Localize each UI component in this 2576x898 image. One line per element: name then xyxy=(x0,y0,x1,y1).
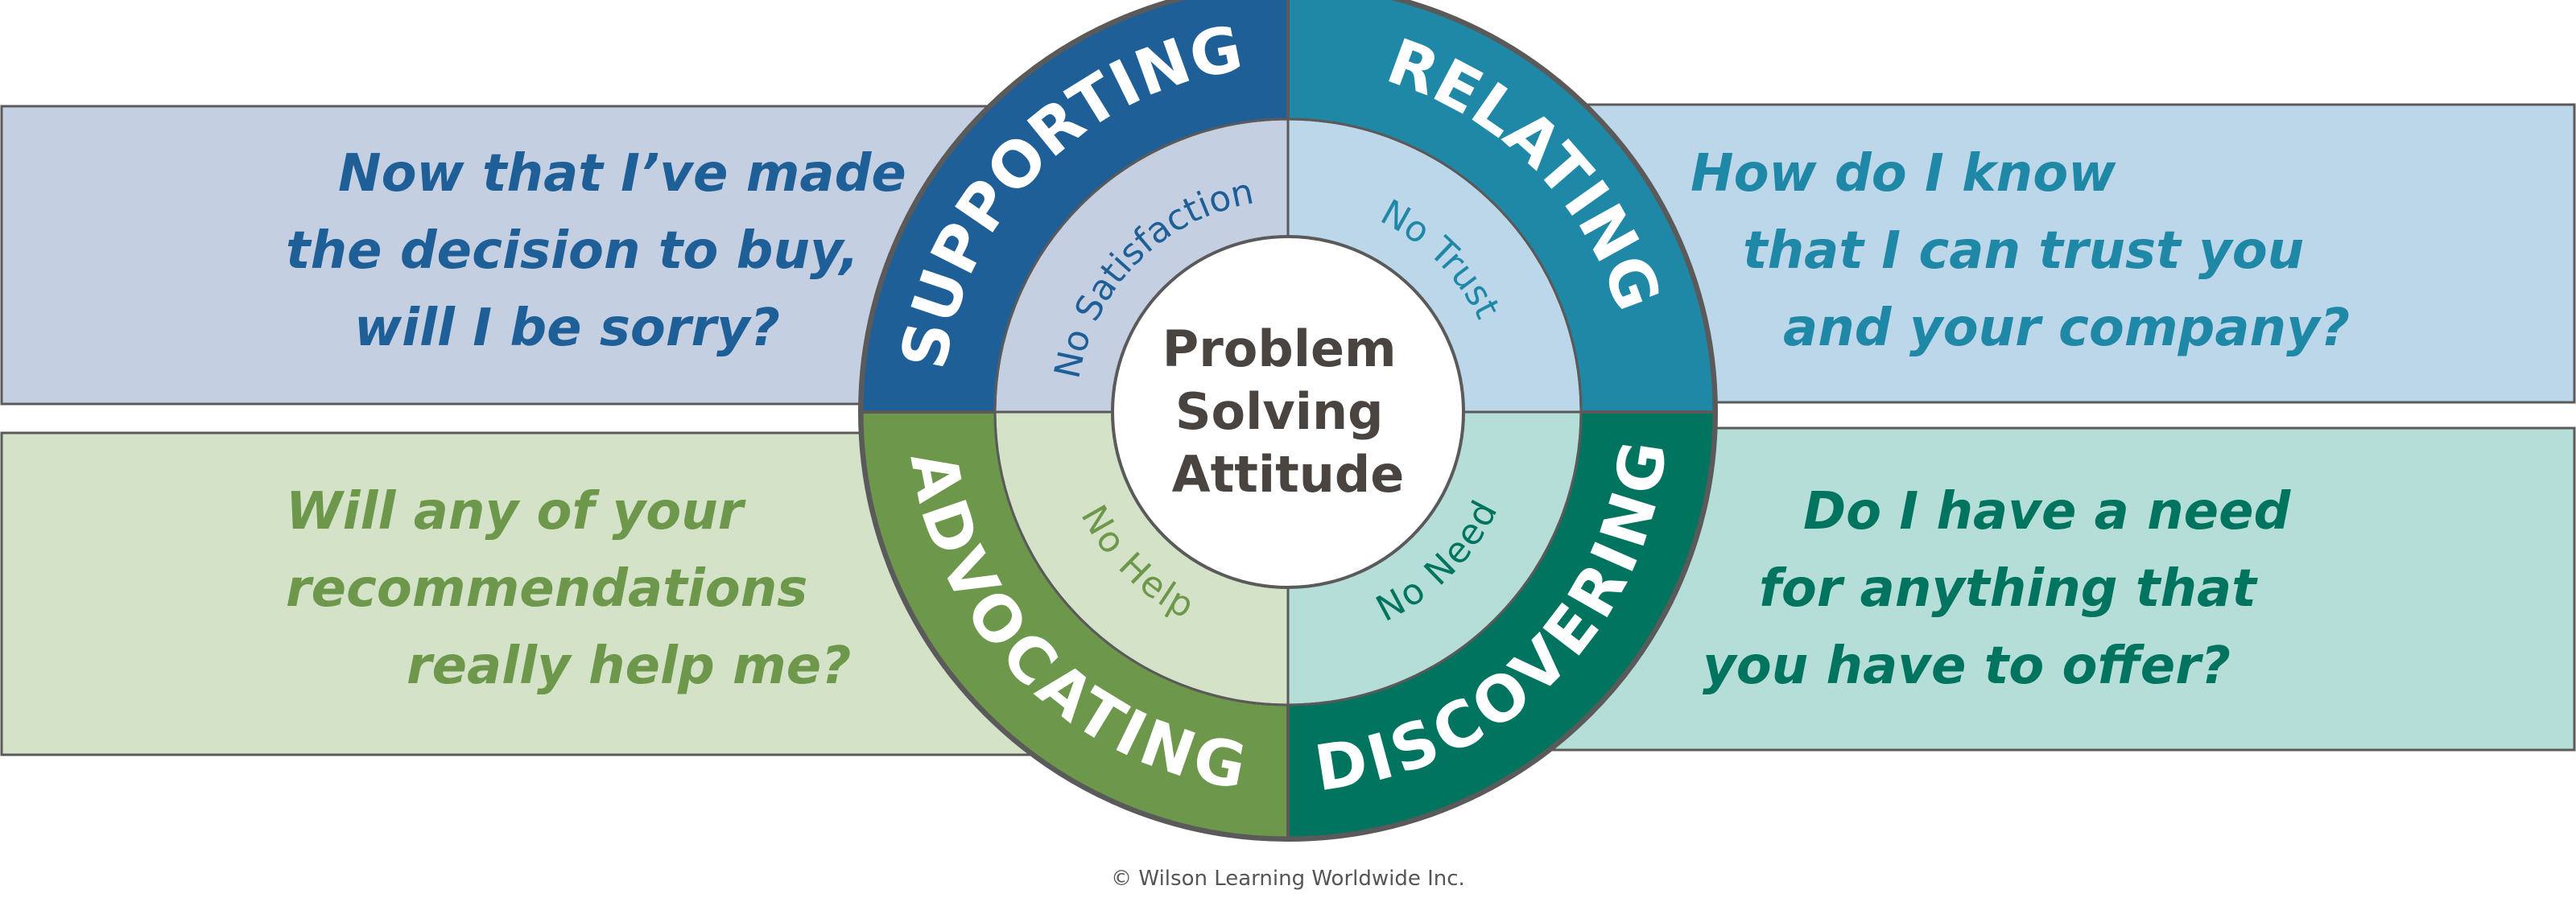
center-label: Problem Solving Attitude xyxy=(1162,319,1414,504)
ring-outer-edge xyxy=(859,0,1717,841)
question-supporting-line-1: Now that I’ve made xyxy=(338,144,906,204)
center-line-1: Problem xyxy=(1162,319,1397,378)
question-relating: How do I know that I can trust you and y… xyxy=(1690,144,2350,358)
question-advocating: Will any of your recommendations really … xyxy=(286,482,851,696)
question-supporting: Now that I’ve made the decision to buy, … xyxy=(286,144,924,358)
copyright-text: © Wilson Learning Worldwide Inc. xyxy=(1111,867,1465,891)
inner-ring-edge xyxy=(993,117,1583,706)
question-relating-line-2: that I can trust you xyxy=(1743,221,2304,281)
center-circle xyxy=(1111,235,1465,589)
question-discovering-line-1: Do I have a need xyxy=(1803,482,2291,542)
center-line-3: Attitude xyxy=(1172,445,1405,504)
question-advocating-line-1: Will any of your xyxy=(286,482,746,542)
question-discovering-line-2: for anything that xyxy=(1759,559,2258,619)
question-supporting-line-2: the decision to buy, xyxy=(286,221,859,281)
question-advocating-line-3: really help me? xyxy=(407,636,851,696)
question-supporting-line-3: will I be sorry? xyxy=(354,299,780,358)
question-discovering-line-3: you have to offer? xyxy=(1703,636,2231,696)
center-line-2: Solving xyxy=(1175,382,1384,441)
question-discovering: Do I have a need for anything that you h… xyxy=(1703,482,2309,696)
question-relating-line-1: How do I know xyxy=(1690,144,2116,204)
question-advocating-line-2: recommendations xyxy=(286,559,807,619)
question-relating-line-3: and your company? xyxy=(1783,299,2350,358)
